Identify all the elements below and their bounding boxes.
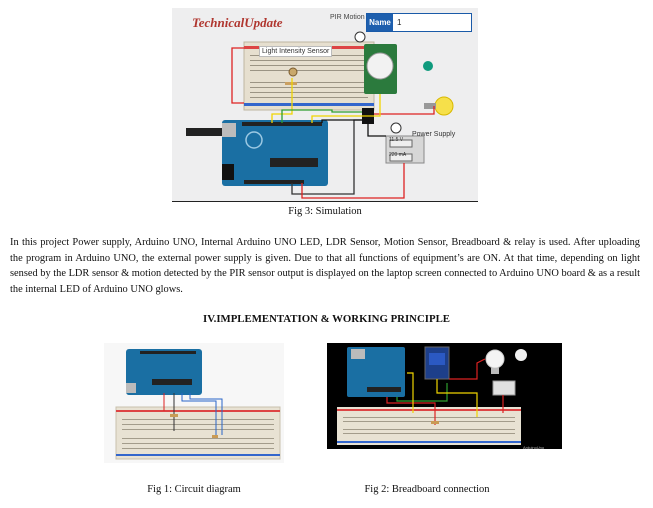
breadboard-connection-figure <box>327 343 562 449</box>
breadboard <box>115 406 281 460</box>
name-field-label: Name <box>367 14 393 31</box>
breadboard-connection <box>337 346 527 445</box>
circuit-diagram-figure <box>104 343 284 463</box>
supply-voltage-readout: 11.5 V <box>389 137 404 143</box>
fig2-watermark: ArduinoUno <box>523 445 545 450</box>
name-field-value: 1 <box>397 18 402 27</box>
power-supply <box>492 380 516 396</box>
arduino-board <box>222 120 328 186</box>
body-paragraph: In this project Power supply, Arduino UN… <box>10 237 640 295</box>
simulation-canvas <box>186 31 454 199</box>
bulb <box>434 96 454 116</box>
arduino-board <box>126 349 202 395</box>
pir-toggle <box>354 31 366 43</box>
ldr-sensor <box>288 67 298 77</box>
plug <box>515 349 527 361</box>
simulation-figure: TechnicalUpdate PIR Motion Name 1 Light … <box>172 8 478 201</box>
pir-motion-label: PIR Motion <box>330 14 365 21</box>
supply-current-readout: 220 mA <box>389 152 407 158</box>
breadboard <box>337 407 521 445</box>
circuit-diagram <box>115 349 281 460</box>
name-field[interactable]: Name 1 <box>366 13 472 32</box>
brand-watermark: TechnicalUpdate <box>192 15 283 30</box>
light-intensity-label: Light Intensity Sensor <box>259 46 333 57</box>
usb-cable <box>186 128 232 136</box>
fig3-caption: Fig 3: Simulation <box>288 206 362 217</box>
fig1-caption: Fig 1: Circuit diagram <box>147 484 241 495</box>
figure-rule <box>172 201 478 202</box>
fig2-caption: Fig 2: Breadboard connection <box>364 484 490 495</box>
arduino-board <box>347 347 405 397</box>
status-dot <box>423 61 433 71</box>
section-heading: IV.IMPLEMENTATION & WORKING PRINCIPLE <box>203 313 450 325</box>
bulb <box>485 349 505 369</box>
power-supply-label: Power Supply <box>412 131 456 138</box>
